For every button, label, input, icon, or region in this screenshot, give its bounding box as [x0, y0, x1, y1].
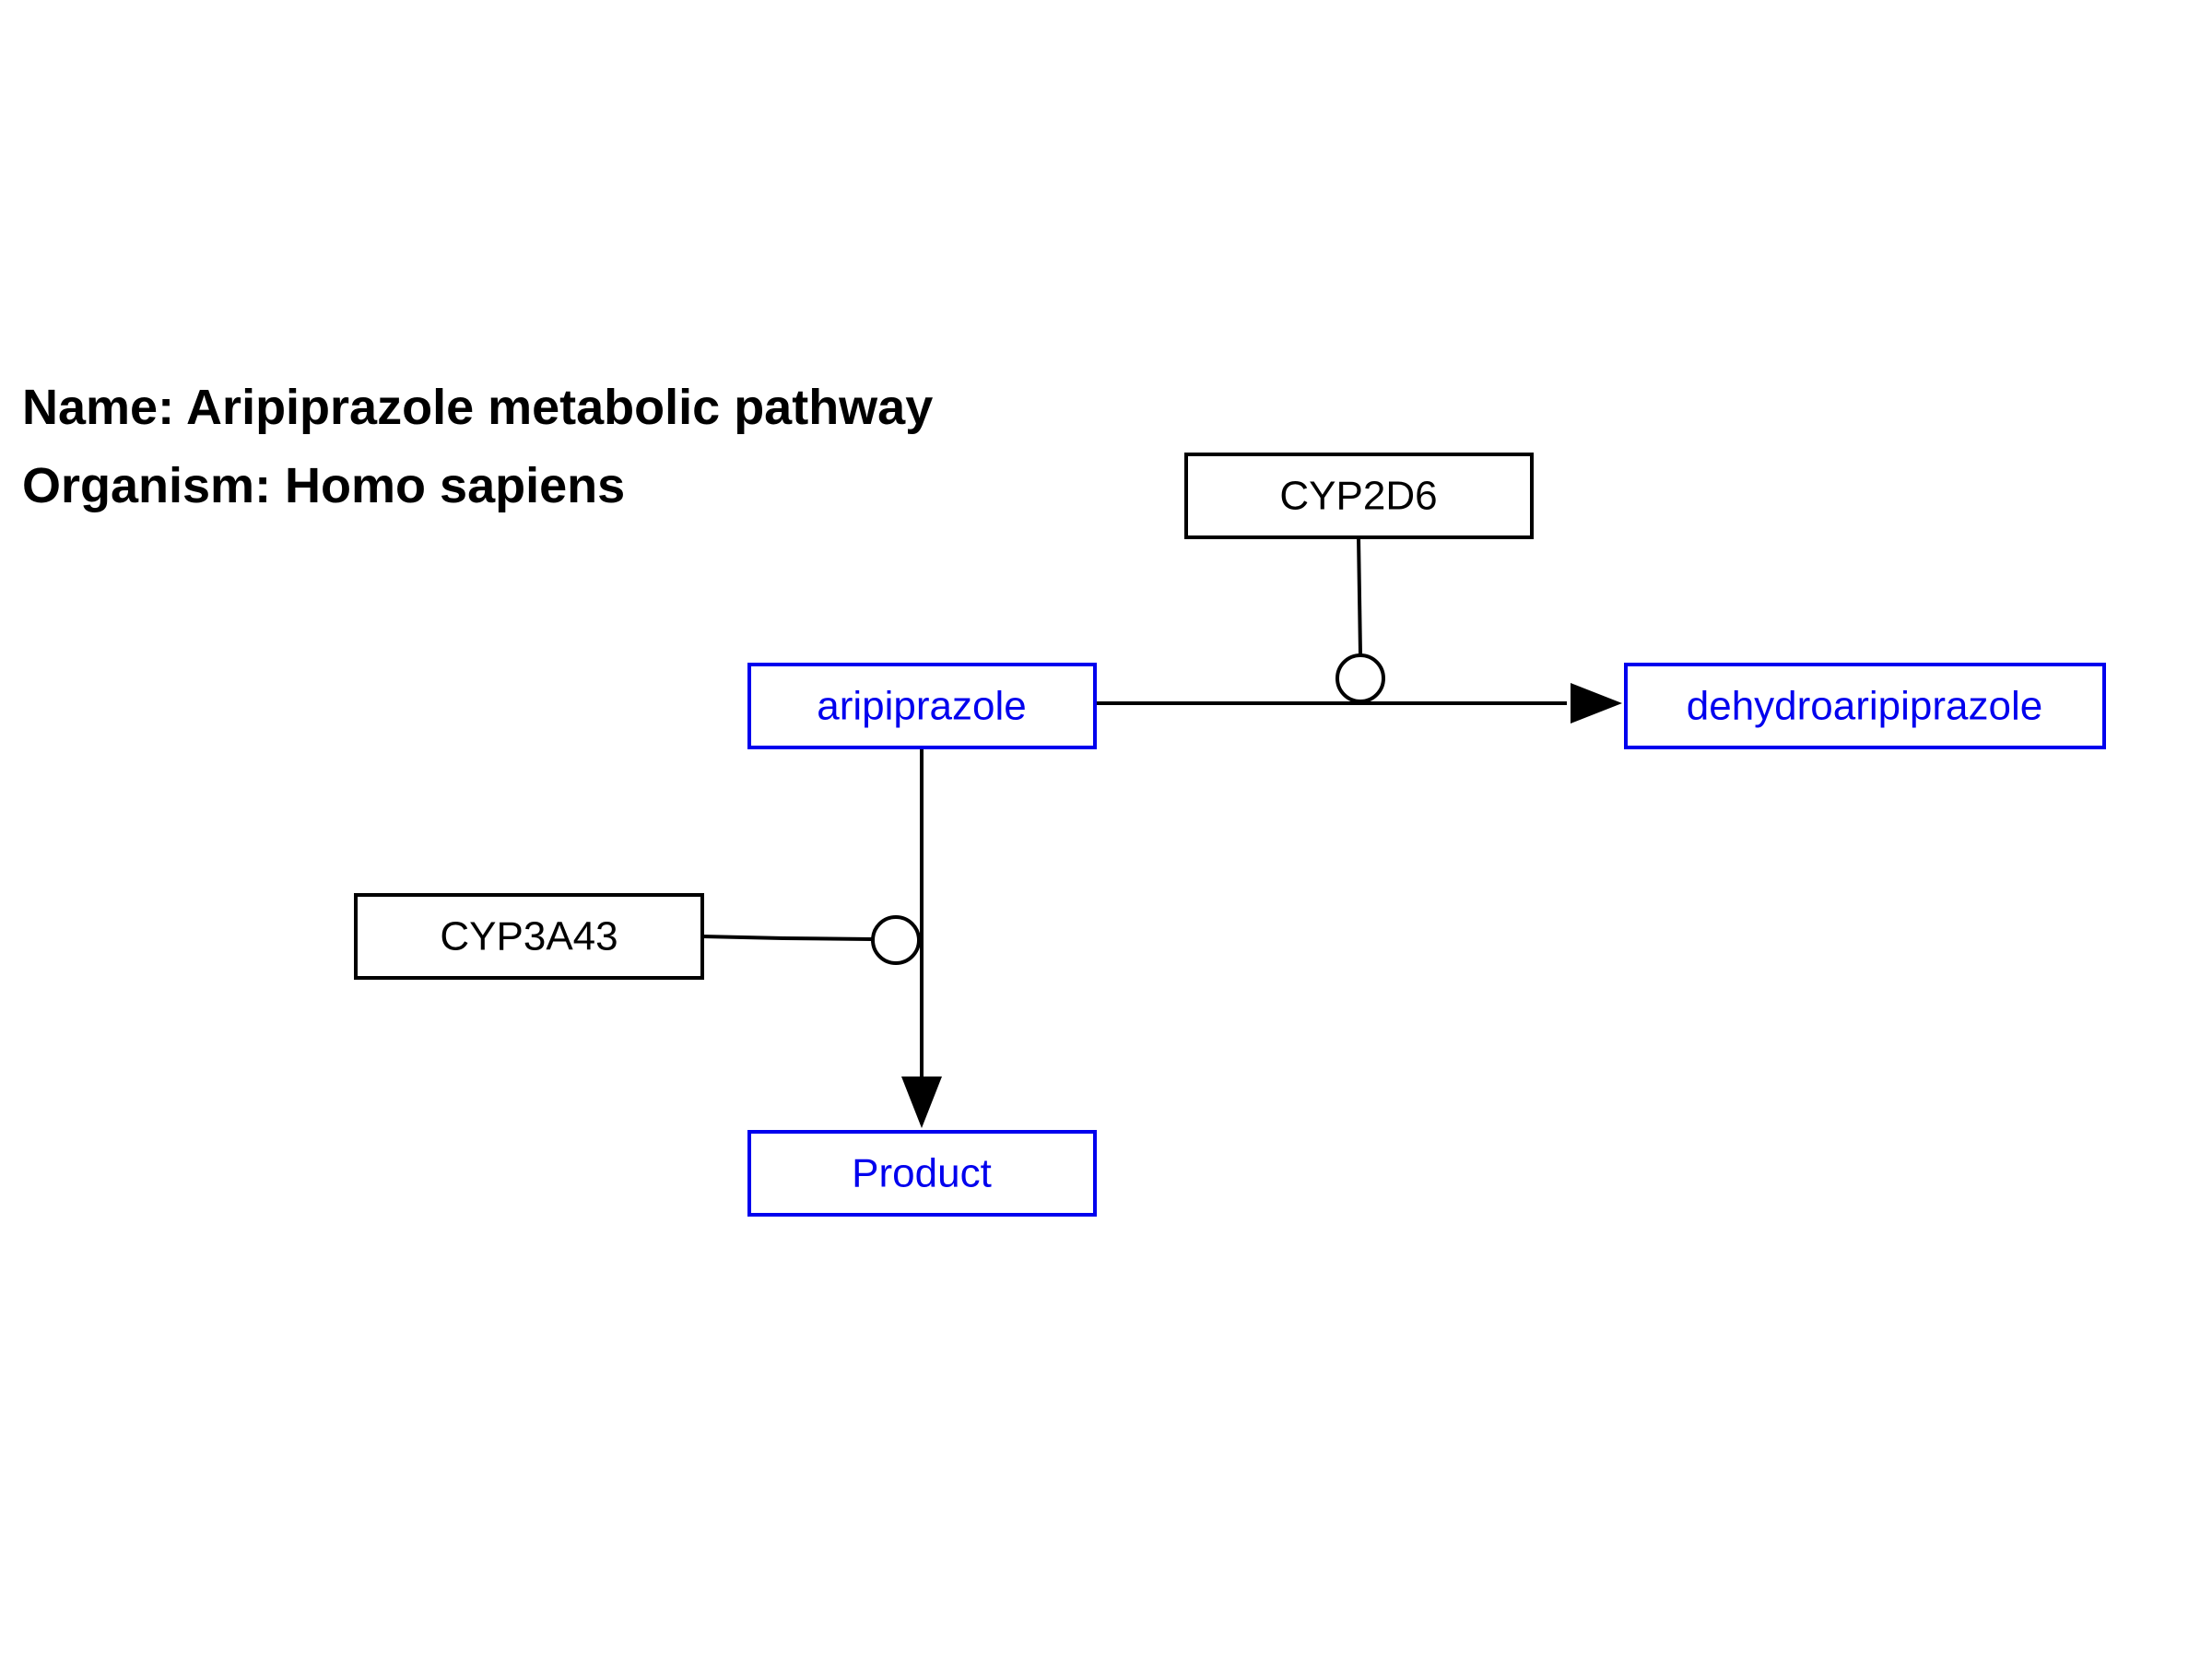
catalysis-cyp3a43 [701, 915, 921, 965]
node-label: Product [852, 1151, 992, 1196]
reaction-aripiprazole-to-product [901, 747, 942, 1128]
catalysis-edge-line [1357, 536, 1362, 655]
catalysis-circle-icon [871, 915, 921, 965]
node-dehydroaripiprazole[interactable]: dehydroaripiprazole [1624, 663, 2106, 749]
node-label: CYP2D6 [1279, 474, 1437, 519]
node-aripiprazole[interactable]: aripiprazole [747, 663, 1097, 749]
arrowhead-dehydroaripiprazole [1571, 683, 1622, 724]
catalysis-circle-icon [1335, 653, 1385, 703]
catalysis-cyp2d6 [1335, 536, 1385, 703]
node-label: aripiprazole [817, 684, 1026, 729]
pathway-organism: Organism: Homo sapiens [22, 458, 626, 513]
node-label: CYP3A43 [440, 914, 618, 959]
reaction-aripiprazole-to-dehydroaripiprazole [1095, 683, 1622, 724]
catalysis-edge-line [701, 935, 873, 941]
node-label: dehydroaripiprazole [1687, 684, 2042, 729]
pathway-name: Name: Aripiprazole metabolic pathway [22, 380, 934, 435]
arrowhead-product [901, 1077, 942, 1128]
node-product[interactable]: Product [747, 1130, 1097, 1217]
node-cyp3a43[interactable]: CYP3A43 [354, 893, 704, 980]
node-cyp2d6[interactable]: CYP2D6 [1184, 453, 1534, 539]
